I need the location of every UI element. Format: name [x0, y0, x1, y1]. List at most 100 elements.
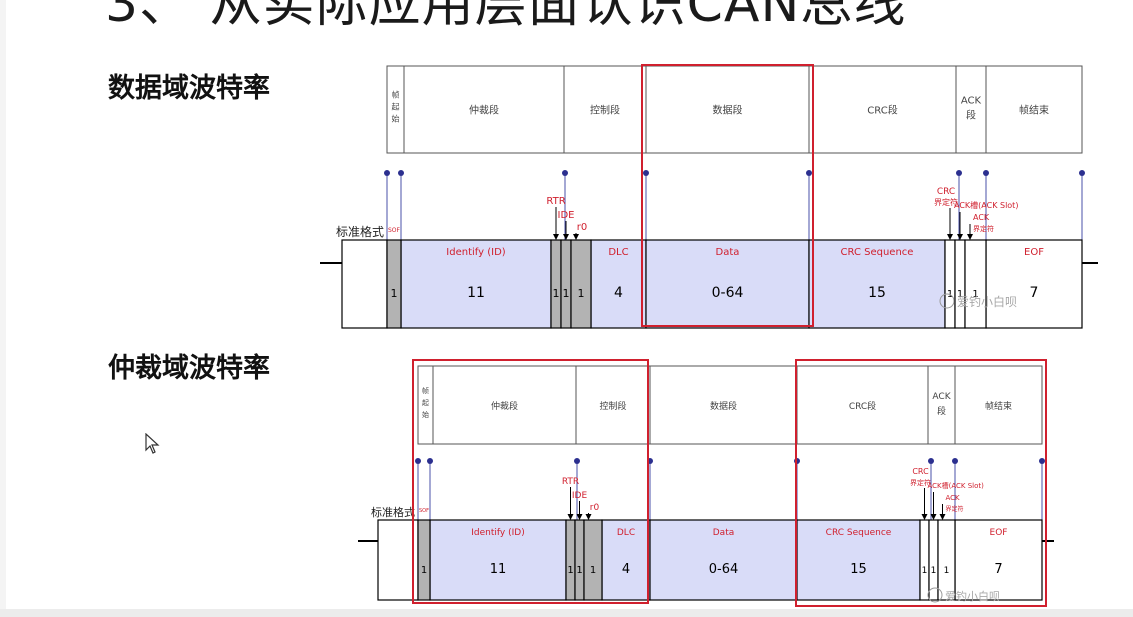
- segment-label-crc: CRC段: [849, 400, 876, 412]
- label-ack-slot: ACK槽(ACK Slot): [928, 481, 985, 490]
- segment-label-data: 数据段: [713, 104, 743, 117]
- bottom-strip: [0, 609, 1133, 617]
- field-box-dlc: [590, 239, 647, 329]
- boundary-dot: [806, 170, 812, 176]
- mouse-cursor-icon: [145, 432, 161, 459]
- boundary-dot: [574, 458, 580, 464]
- segment-label-sof-char: 帧: [422, 386, 429, 395]
- field-label-dlc: DLC: [617, 528, 635, 538]
- segment-label-sof-char: 始: [422, 410, 429, 419]
- bit-count-id: 11: [467, 285, 485, 301]
- arrow-head-rtr: [553, 234, 559, 240]
- bit-count-dlc: 4: [614, 285, 623, 301]
- highlight-box-1: [795, 359, 1047, 607]
- boundary-dot: [643, 170, 649, 176]
- segment-label-sof-char: 起: [422, 399, 429, 407]
- field-label-data: Data: [713, 528, 735, 538]
- bit-count-id: 11: [490, 562, 507, 577]
- segment-label-eof: 帧结束: [985, 400, 1012, 412]
- segment-box-crc: [796, 365, 929, 445]
- field-box-data: [649, 519, 798, 601]
- label-crc-delim-1: CRC: [937, 187, 955, 197]
- segment-label-sof-char: 始: [392, 114, 400, 124]
- segment-label-eof: 帧结束: [1019, 104, 1049, 117]
- bit-count-r0: 1: [578, 287, 585, 300]
- bit-count-r0: 1: [590, 565, 596, 576]
- arrow-head-ack-1: [957, 234, 963, 240]
- sof-tag: SOF: [419, 508, 429, 514]
- label-ide: IDE: [572, 491, 588, 501]
- bit-box-crc_delim: [919, 519, 930, 601]
- slide-left-edge: [0, 0, 6, 617]
- segment-box-ack: [955, 65, 987, 154]
- bit-count-crc_delim: 1: [922, 566, 928, 576]
- watermark-text: 爱钓小白呗: [945, 589, 1000, 603]
- label-ack-slot: ACK槽(ACK Slot): [954, 200, 1018, 210]
- boundary-dot: [562, 170, 568, 176]
- bit-count-eof: 7: [994, 562, 1002, 577]
- bit-count-ack_slot: 1: [957, 289, 963, 300]
- field-box-crc_seq: [808, 239, 946, 329]
- label-ide: IDE: [558, 210, 575, 221]
- label-r0: r0: [577, 222, 587, 233]
- arrow-head-ack-2: [967, 234, 973, 240]
- bit-box-rtr: [550, 239, 562, 329]
- arrow-head-ack-0: [921, 514, 928, 520]
- boundary-dot: [956, 170, 962, 176]
- bit-box-crc_delim: [944, 239, 956, 329]
- segment-box-data: [645, 65, 810, 154]
- bit-box-ide: [574, 519, 585, 601]
- segment-label-arbitration: 仲裁段: [469, 104, 499, 117]
- segment-box-data: [649, 365, 798, 445]
- bit-count-dlc: 4: [622, 562, 630, 577]
- bit-box-ack_delim: [964, 239, 987, 329]
- bit-count-sof: 1: [391, 287, 398, 300]
- segment-label-arbitration: 仲裁段: [491, 400, 518, 412]
- label-crc-delim-2: 界定符: [934, 197, 958, 207]
- bit-count-data: 0-64: [712, 285, 744, 301]
- field-label-dlc: DLC: [608, 247, 628, 258]
- boundary-dot: [398, 170, 404, 176]
- bus-idle-box: [377, 519, 419, 601]
- watermark-icon: [939, 293, 955, 309]
- field-label-crc_seq: CRC Sequence: [826, 528, 892, 538]
- field-box-identify: [429, 519, 567, 601]
- label-ack-delim-2: 界定符: [946, 505, 964, 513]
- bit-box-sof: [417, 519, 431, 601]
- field-box-data: [645, 239, 810, 329]
- label-crc-delim-1: CRC: [912, 467, 929, 476]
- segment-label-data: 数据段: [710, 400, 737, 412]
- segment-box-arbitration: [432, 365, 577, 445]
- segment-label-control: 控制段: [599, 400, 626, 412]
- bit-count-ide: 1: [563, 287, 570, 300]
- arrow-head-ide: [563, 234, 569, 240]
- boundary-dot: [952, 458, 958, 464]
- highlight-box-0: [412, 359, 649, 604]
- boundary-dot: [1039, 458, 1045, 464]
- boundary-dot: [427, 458, 433, 464]
- segment-box-ack: [927, 365, 956, 445]
- bit-count-crc: 15: [850, 562, 867, 577]
- field-label-identify: Identify (ID): [471, 528, 524, 538]
- bit-box-ack_slot: [954, 239, 966, 329]
- label-rtr: RTR: [562, 477, 579, 487]
- segment-label-ack-suffix: 段: [937, 405, 946, 417]
- format-label: 标准格式: [371, 505, 415, 519]
- field-label-eof: EOF: [1024, 247, 1044, 258]
- bit-count-ide: 1: [576, 565, 582, 576]
- segment-box-eof: [985, 65, 1083, 154]
- field-box-eof: [985, 239, 1083, 329]
- bus-idle-box: [341, 239, 388, 329]
- slide-title: 3、 从实际应用层面认识CAN总线: [105, 0, 907, 34]
- bit-count-ack_delim: 1: [972, 289, 978, 300]
- bit-count-ack_slot: 1: [931, 566, 937, 576]
- segment-box-control: [575, 365, 651, 445]
- bit-box-ack_delim: [937, 519, 956, 601]
- highlight-box-0: [641, 64, 814, 327]
- label-crc-delim-2: 界定符: [910, 478, 931, 487]
- field-label-eof: EOF: [990, 528, 1008, 538]
- arrow-head-r0: [585, 514, 592, 520]
- bit-box-r0: [583, 519, 603, 601]
